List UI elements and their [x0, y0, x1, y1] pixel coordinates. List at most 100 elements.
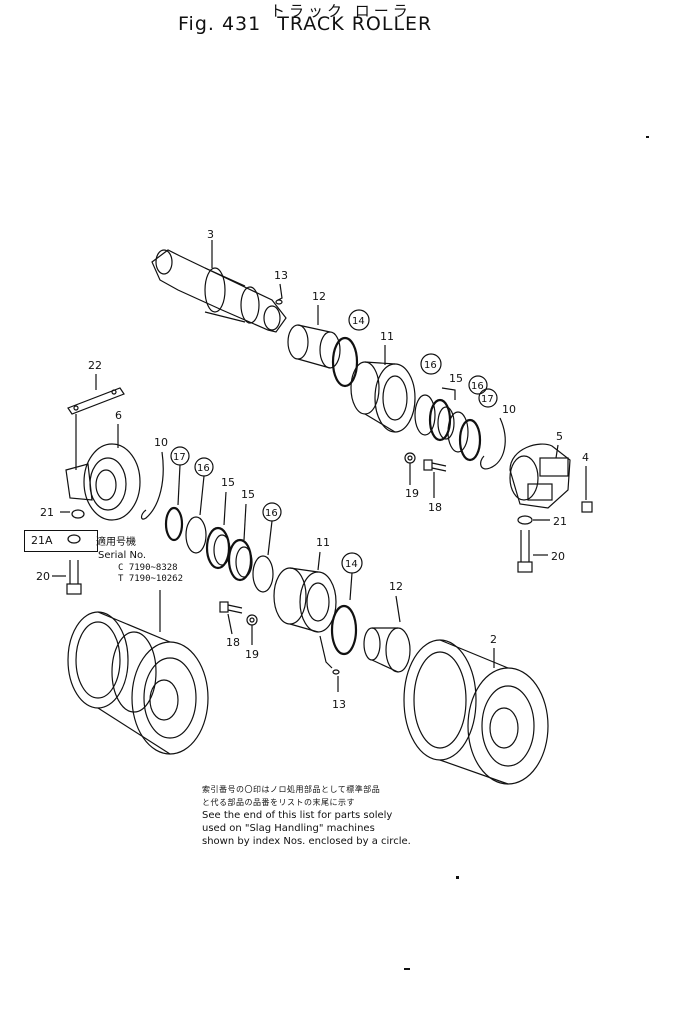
part-pin-13-bottom	[332, 669, 340, 675]
speck	[456, 876, 459, 879]
callout-11-bottom: 11	[316, 536, 330, 549]
applicability-box-label: 21A	[31, 534, 53, 547]
leader-13-top	[277, 283, 283, 301]
callout-14-bottom: 14	[345, 559, 358, 570]
callout-21-right: 21	[553, 515, 567, 528]
callout-17-top: 17	[481, 394, 494, 405]
leader-15-bottom-right	[243, 503, 247, 541]
callout-4: 4	[582, 451, 589, 464]
leader-16-bottom-left	[199, 475, 205, 516]
footnote-jp-line2: と代る部品の品番をリストの末尾に示す	[202, 798, 355, 807]
callout-10-bottom: 10	[154, 436, 168, 449]
part-oring-14-bottom	[330, 604, 358, 656]
part-roller-2	[403, 639, 549, 785]
footnote-jp-line1: 索引番号の〇印はノロ処用部品として標準部品	[202, 785, 381, 794]
part-plate-22	[67, 387, 125, 415]
callout-15-bottom-right: 15	[241, 488, 255, 501]
serial-label: Serial No.	[98, 550, 147, 561]
leader-17-bottom	[177, 464, 181, 506]
part-bushing-12-bottom	[363, 627, 411, 673]
callout-17-top-circle	[478, 388, 498, 408]
part-washer-19-bottom	[246, 614, 258, 626]
serial-range-c: C 7190~8328	[118, 563, 178, 573]
callout-11-top: 11	[380, 330, 394, 343]
part-support-6	[65, 443, 141, 521]
callout-16-top: 16	[424, 360, 437, 371]
part-snap-ring-10-top	[480, 417, 506, 470]
speck	[646, 136, 649, 138]
leader-13-bottom-line	[319, 635, 333, 669]
part-bolt-18-top	[423, 459, 447, 472]
callout-16-bottom-right: 16	[265, 508, 278, 519]
callout-18-top: 18	[428, 501, 442, 514]
callout-14-top-circle	[348, 309, 370, 331]
part-oring-17-bottom	[164, 506, 184, 542]
part-washer-21-right	[517, 515, 533, 525]
leader-12-bottom	[395, 595, 401, 623]
part-bolt-20-left	[66, 560, 82, 595]
part-seal-16-top	[414, 394, 436, 436]
applicability-label-jp: 適用号機	[96, 537, 136, 548]
speck	[404, 968, 410, 970]
part-roller-left	[67, 611, 209, 755]
part-shaft	[151, 249, 287, 333]
leader-11-bottom	[317, 551, 321, 571]
part-collar-11-bottom	[273, 567, 337, 633]
leader-15-bottom-left	[223, 491, 227, 526]
part-bolt-20-right	[517, 530, 533, 573]
leader-18-bottom	[227, 613, 233, 635]
footnote-en-line1: See the end of this list for parts solel…	[202, 810, 393, 821]
part-oring-17-top	[458, 418, 482, 462]
callout-20-left: 20	[36, 570, 50, 583]
leader-15-top	[441, 387, 456, 400]
callout-15-top: 15	[449, 372, 463, 385]
callout-3: 3	[207, 228, 214, 241]
callout-16-top-right: 16	[471, 381, 484, 392]
footnote-en-line3: shown by index Nos. enclosed by a circle…	[202, 836, 411, 847]
serial-ranges: C 7190~8328 T 7190~10262	[118, 563, 183, 585]
callout-12-top: 12	[312, 290, 326, 303]
figure-name: TRACK ROLLER	[277, 13, 433, 35]
part-bolt-4	[581, 501, 593, 513]
part-support-5	[509, 443, 571, 509]
callout-16-bottom-left: 16	[197, 463, 210, 474]
callout-16-top-circle	[420, 353, 442, 375]
callout-15-bottom-left: 15	[221, 476, 235, 489]
figure-number: Fig. 431	[178, 13, 262, 35]
callout-14-top: 14	[352, 316, 365, 327]
callout-13-top: 13	[274, 269, 288, 282]
footnote: 索引番号の〇印はノロ処用部品として標準部品 と代る部品の品番をリストの末尾に示す…	[202, 783, 411, 848]
callout-19-top: 19	[405, 487, 419, 500]
callout-16-top-right-circle	[468, 375, 488, 395]
leader-5	[555, 444, 559, 459]
part-snap-ring-10-bottom	[140, 451, 164, 520]
callout-6: 6	[115, 409, 122, 422]
part-seal-16-top-right	[447, 411, 469, 453]
figure-title: Fig. 431 TRACK ROLLER	[178, 13, 432, 35]
callout-20-right: 20	[551, 550, 565, 563]
callout-5: 5	[556, 430, 563, 443]
leader-16-bottom-right	[267, 520, 273, 556]
part-seal-16-bottom-left	[185, 516, 207, 554]
part-seal-16-bottom-right	[252, 555, 274, 593]
part-washer-19-top	[404, 452, 416, 464]
callout-17-bottom: 17	[173, 452, 186, 463]
serial-range-t: T 7190~10262	[118, 574, 184, 584]
part-collar-11-top	[350, 361, 416, 433]
part-washer-21-left	[71, 509, 85, 519]
part-floating-seal-15-bottom-right	[227, 538, 253, 582]
callout-21-left: 21	[40, 506, 54, 519]
callout-10-top: 10	[502, 403, 516, 416]
callout-22: 22	[88, 359, 102, 372]
callout-12-bottom: 12	[389, 580, 403, 593]
part-floating-seal-15-bottom-left	[205, 526, 231, 570]
leader-14-bottom	[349, 572, 353, 601]
part-bushing-12-top	[287, 324, 341, 369]
applicability-box: 21A	[24, 530, 98, 552]
title-japanese: トラック ローラ	[270, 2, 412, 20]
callout-18-bottom: 18	[226, 636, 240, 649]
part-bolt-18-bottom	[219, 601, 243, 614]
callout-13-bottom: 13	[332, 698, 346, 711]
footnote-en-line2: used on "Slag Handling" machines	[202, 823, 375, 834]
